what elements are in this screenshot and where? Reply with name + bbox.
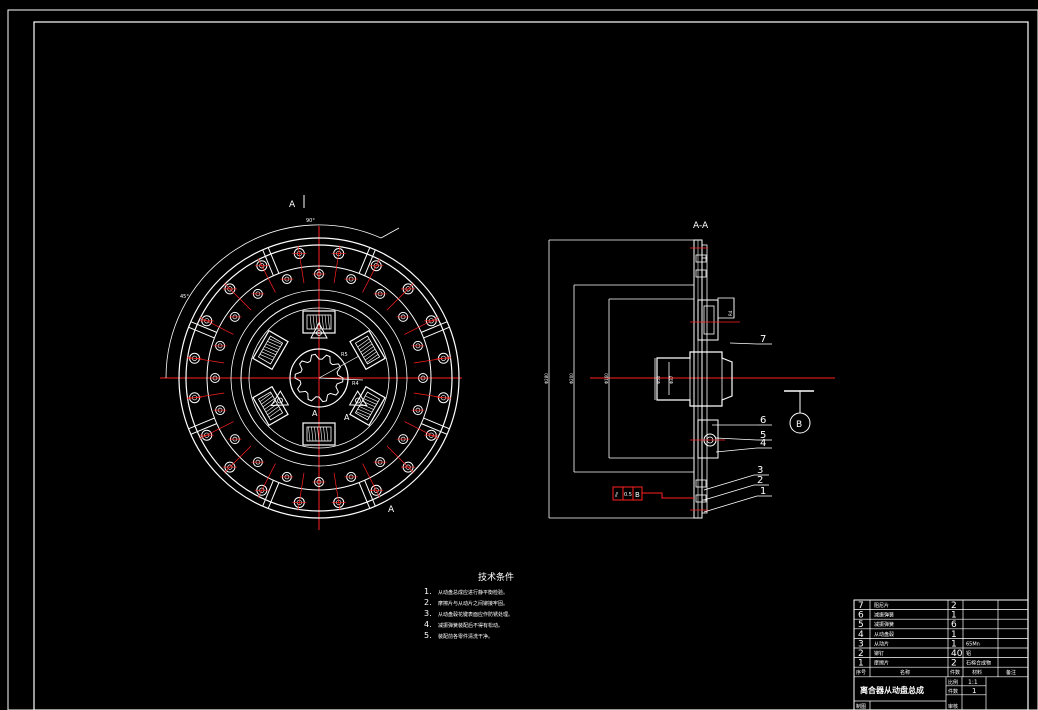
tech-item-num: 3. bbox=[424, 609, 432, 618]
part-no: 1 bbox=[858, 659, 864, 669]
part-name: 减振弹簧 bbox=[874, 612, 894, 619]
section-mark-bottom: A bbox=[388, 505, 395, 515]
drawing-title: 离合器从动盘总成 bbox=[860, 685, 924, 695]
dim-top-angle: 90° bbox=[306, 218, 315, 224]
hub-mark-a: A bbox=[312, 409, 318, 418]
datum-b-symbol: B bbox=[784, 390, 814, 434]
part-name: 铆钉 bbox=[874, 650, 884, 657]
part-qty: 2 bbox=[951, 659, 957, 669]
datum-b-label: B bbox=[796, 420, 802, 430]
part-no: 2 bbox=[858, 649, 864, 659]
parts-header: 序号 bbox=[856, 669, 866, 676]
balloon-3: 3 bbox=[757, 465, 763, 476]
part-qty: 6 bbox=[951, 620, 957, 630]
parts-header: 备注 bbox=[1006, 669, 1016, 676]
part-material: 石棉合成物 bbox=[966, 660, 991, 667]
svg-text:Φ37: Φ37 bbox=[669, 375, 674, 384]
section-mark-top: A bbox=[289, 200, 296, 210]
balloon-5: 5 bbox=[760, 430, 766, 441]
scale-value: 1:1 bbox=[968, 679, 978, 686]
parts-header: 材料 bbox=[972, 669, 982, 676]
tech-item-text: 减振弹簧装配后不得有松动。 bbox=[438, 622, 503, 629]
parts-header: 件数 bbox=[950, 669, 960, 676]
section-label: A-A bbox=[693, 221, 709, 231]
scale-label: 比例 bbox=[948, 679, 958, 686]
tech-item-num: 1. bbox=[424, 587, 432, 596]
sheet-label: 件数 bbox=[948, 688, 958, 695]
part-no: 3 bbox=[858, 639, 864, 649]
part-no: 6 bbox=[858, 611, 864, 621]
section-view: A-A bbox=[544, 221, 835, 519]
part-no: 7 bbox=[858, 601, 864, 611]
balloon-2: 2 bbox=[757, 475, 763, 486]
svg-text:Φ200: Φ200 bbox=[569, 373, 574, 384]
review-label: 审核 bbox=[948, 703, 958, 710]
part-qty: 40 bbox=[951, 649, 963, 659]
svg-text:R4: R4 bbox=[728, 310, 733, 316]
part-no: 4 bbox=[858, 630, 864, 640]
front-view bbox=[160, 224, 462, 530]
part-name: 从动片 bbox=[874, 640, 889, 647]
svg-text:Φ280: Φ280 bbox=[544, 373, 549, 384]
part-name: 阻尼片 bbox=[874, 602, 889, 609]
dim-hub-a: R5 bbox=[341, 352, 348, 358]
svg-text:Φ50: Φ50 bbox=[656, 375, 661, 384]
tech-item-text: 装配前各零件清洗干净。 bbox=[438, 633, 493, 640]
tech-item-text: 从动盘总成应进行静平衡检验。 bbox=[438, 589, 508, 596]
part-name: 减振弹簧 bbox=[874, 621, 894, 628]
dim-hub-b: R4 bbox=[352, 381, 359, 387]
part-no: 5 bbox=[858, 620, 864, 630]
balloon-6: 6 bbox=[760, 415, 766, 426]
tol-datum: B bbox=[635, 491, 640, 499]
tol-value: 0.5 bbox=[624, 492, 632, 498]
tech-requirements: 技术条件 1. 从动盘总成应进行静平衡检验。 2. 摩擦片与从动片之间铆接牢固。 3. 从… bbox=[424, 571, 514, 640]
balloon-group: 7 6 54 321 bbox=[703, 334, 772, 513]
part-name: 从动盘毂 bbox=[874, 631, 894, 638]
outer-border bbox=[7, 9, 1038, 710]
part-material: 65Mn bbox=[966, 641, 980, 647]
tech-item-text: 摩擦片与从动片之间铆接牢固。 bbox=[438, 600, 508, 607]
tech-item-num: 4. bbox=[424, 620, 432, 629]
tech-item-text: 从动盘毂花键表面应作防锈处理。 bbox=[438, 611, 513, 618]
designer-label: 制图 bbox=[856, 703, 866, 710]
part-qty: 1 bbox=[951, 630, 957, 640]
tech-item-num: 2. bbox=[424, 598, 432, 607]
balloon-1: 1 bbox=[760, 486, 766, 497]
part-name: 摩擦片 bbox=[874, 660, 889, 667]
tolerance-frame: ⫽ 0.5 B bbox=[612, 486, 694, 501]
svg-text:Φ160: Φ160 bbox=[604, 373, 609, 384]
part-material: 铝 bbox=[966, 650, 971, 657]
tech-item-num: 5. bbox=[424, 631, 432, 640]
tech-title: 技术条件 bbox=[478, 571, 514, 583]
part-qty: 2 bbox=[951, 601, 957, 611]
balloon-7: 7 bbox=[760, 334, 766, 345]
dim-left-angle: 45° bbox=[180, 294, 189, 300]
parts-header: 名称 bbox=[900, 669, 910, 676]
tol-symbol: ⫽ bbox=[614, 491, 619, 499]
hub-mark-a2: A bbox=[344, 413, 350, 422]
part-qty: 1 bbox=[951, 611, 957, 621]
part-qty: 1 bbox=[951, 639, 957, 649]
sheet-value: 1 bbox=[972, 687, 976, 695]
inner-border bbox=[33, 21, 1029, 710]
balloon-4: 4 bbox=[760, 438, 766, 449]
